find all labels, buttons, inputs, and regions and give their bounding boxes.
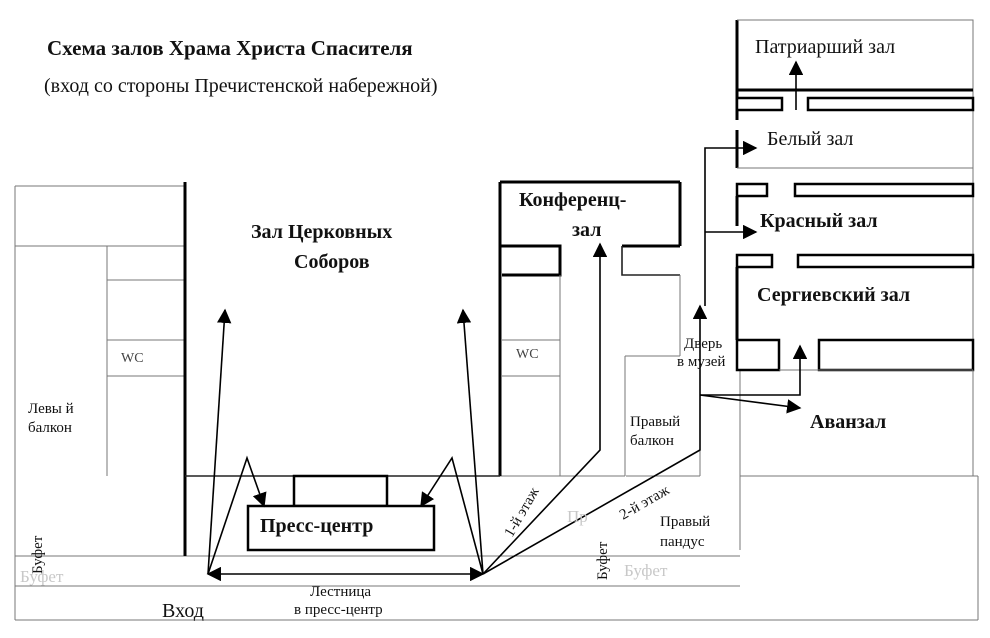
museum-door-label-line1: Дверь	[684, 336, 722, 352]
right-balcony-label-line2: балкон	[630, 433, 674, 449]
buffet-left-faint-label: Буфет	[20, 567, 64, 586]
entrance-label[interactable]: Вход	[162, 600, 204, 622]
white-hall-label[interactable]: Белый зал	[767, 128, 853, 150]
press-center[interactable]	[246, 474, 436, 552]
right-ramp-label-line2: пандус	[660, 534, 705, 550]
press-faint-label: Пр	[567, 507, 588, 526]
conference-hall[interactable]	[500, 180, 682, 476]
stairs-label-line2: в пресс-центр	[294, 602, 383, 618]
patriarch-hall-label[interactable]: Патриарший зал	[755, 36, 895, 58]
right-balcony-walls	[624, 275, 741, 557]
buffet-mid-faint-label: Буфет	[624, 561, 668, 580]
left-balcony-label-line1: Левы й	[28, 401, 74, 417]
red-hall-label[interactable]: Красный зал	[760, 210, 878, 232]
buffet-mid-vertical-label: Буфет	[595, 541, 611, 580]
right-ramp-label-line1: Правый	[660, 514, 710, 530]
sobor-hall-label-line2[interactable]: Соборов	[294, 251, 370, 273]
press-center-label[interactable]: Пресс-центр	[260, 515, 373, 537]
left-wing-walls	[14, 185, 978, 621]
wc-right-label: WC	[516, 347, 539, 362]
left-balcony-label-line2: балкон	[28, 420, 72, 436]
right-balcony-label-line1: Правый	[630, 414, 680, 430]
wc-left-label: WC	[121, 351, 144, 366]
right-wing	[735, 19, 979, 620]
museum-door-label-line2: в музей	[677, 354, 725, 370]
diagram-title: Схема залов Храма Христа Спасителя	[47, 36, 413, 60]
sobor-hall-label-line1[interactable]: Зал Церковных	[251, 221, 392, 243]
route-arrows	[206, 60, 808, 582]
diagram-subtitle: (вход со стороны Пречистенской набережно…	[44, 75, 438, 97]
buffet-left-vertical-label: Буфет	[30, 535, 46, 574]
conference-hall-label-line1[interactable]: Конференц-	[519, 189, 626, 211]
stairs-label-line1: Лестница	[310, 584, 371, 600]
avanzal-label[interactable]: Аванзал	[810, 411, 886, 433]
conference-hall-label-line2[interactable]: зал	[572, 219, 601, 241]
sergiev-hall-label[interactable]: Сергиевский зал	[757, 284, 910, 306]
